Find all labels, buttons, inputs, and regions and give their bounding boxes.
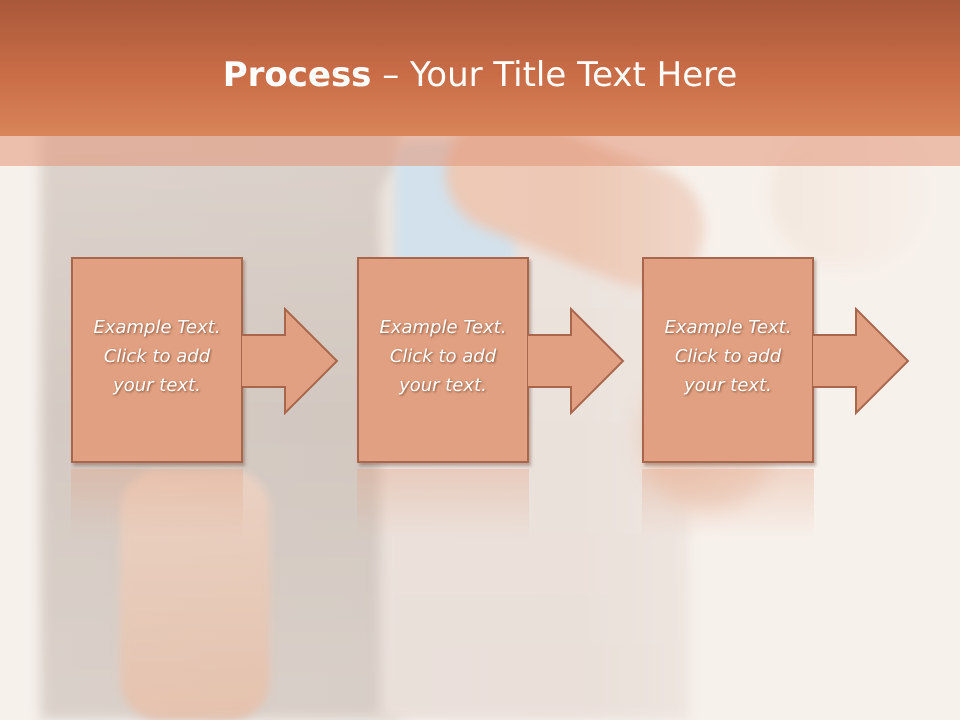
step-label[interactable]: Example Text. Click to add your text. <box>93 317 221 396</box>
step-box[interactable] <box>71 257 243 463</box>
step-label[interactable]: Example Text. Click to add your text. <box>664 317 792 396</box>
process-step-1[interactable]: Example Text. Click to add your text. <box>71 257 341 467</box>
process-step-3[interactable]: Example Text. Click to add your text. <box>642 257 912 467</box>
right-arrow-icon <box>527 307 625 416</box>
step-reflection <box>642 469 814 539</box>
title-rest: – Your Title Text Here <box>371 55 738 95</box>
step-box[interactable] <box>357 257 529 463</box>
right-arrow-icon <box>241 307 339 416</box>
slide-title[interactable]: Process – Your Title Text Here <box>0 50 960 100</box>
right-arrow-icon <box>812 307 910 416</box>
step-reflection <box>71 469 243 539</box>
step-box[interactable] <box>642 257 814 463</box>
title-bold: Process <box>222 55 372 95</box>
step-reflection <box>357 469 529 539</box>
process-step-2[interactable]: Example Text. Click to add your text. <box>357 257 627 467</box>
header-band <box>0 136 960 166</box>
step-label[interactable]: Example Text. Click to add your text. <box>379 317 507 396</box>
title-header <box>0 0 960 136</box>
